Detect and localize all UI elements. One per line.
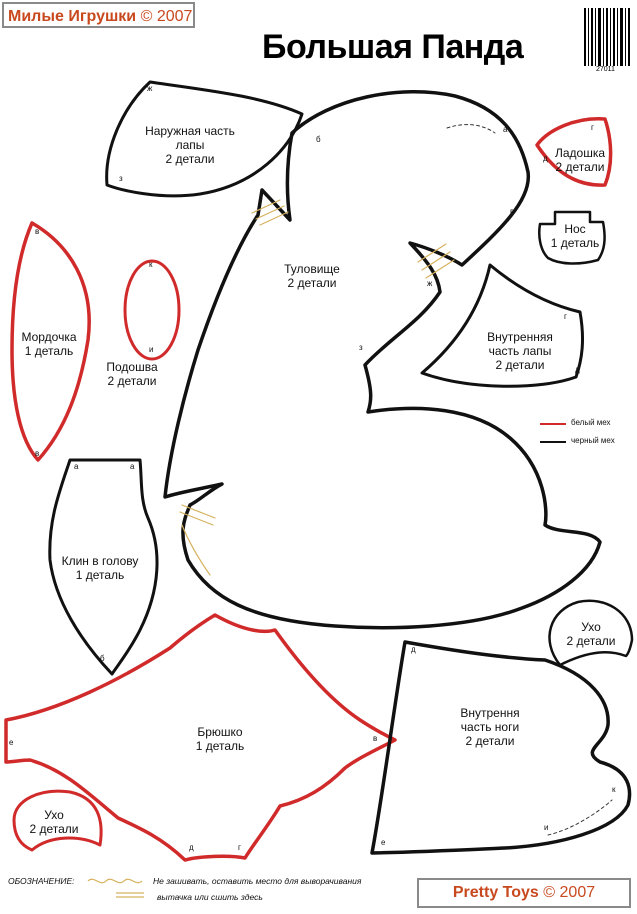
head-gusset-shape — [48, 458, 159, 676]
mark-d-inner-paw: д — [575, 365, 580, 374]
mark-v-belly: в — [373, 734, 378, 743]
outer-paw-label: Наружная часть лапы 2 детали — [145, 124, 235, 166]
inner-paw-label: Внутренняя часть лапы 2 детали — [487, 330, 553, 372]
mark-zh: ж — [147, 84, 153, 93]
mark-e-belly: е — [9, 738, 14, 747]
nose-label: Нос 1 деталь — [550, 222, 600, 250]
mark-d-leg: д — [411, 645, 416, 654]
muzzle-shape — [10, 221, 91, 462]
mark-g-palm: г — [591, 123, 594, 132]
mark-z: з — [119, 174, 123, 183]
ear-left-shape — [12, 789, 103, 852]
mark-g-belly: г — [238, 843, 241, 852]
notation-symbols — [87, 878, 144, 898]
mark-i-sole: и — [149, 345, 154, 354]
mark-v: в — [510, 207, 515, 216]
mark-k-leg: к — [612, 785, 616, 794]
ear-right-shape — [548, 599, 634, 667]
mark-d-belly: д — [189, 843, 194, 852]
legend-black-fur-swatch — [540, 441, 566, 443]
muzzle-label: Мордочка 1 деталь — [21, 330, 77, 358]
brand-year: © 2007 — [140, 8, 193, 25]
barcode-number: 27011 — [596, 66, 615, 73]
pretty-toys-year: © 2007 — [543, 884, 596, 901]
mark-e-leg: е — [381, 838, 386, 847]
torso-shape — [163, 90, 602, 630]
page-title: Большая Панда — [262, 28, 524, 66]
mark-d-palm: д — [543, 154, 548, 163]
mark-i-leg: и — [544, 823, 549, 832]
mark-zh-torso: ж — [427, 279, 433, 288]
mark-a-gusset-right: а — [130, 462, 135, 471]
head-gusset-label: Клин в голову 1 деталь — [61, 554, 139, 582]
pretty-toys-name: Pretty Toys — [452, 884, 539, 901]
inner-leg-label: Внутрення часть ноги 2 детали — [460, 706, 520, 748]
torso-label: Туловище 2 детали — [284, 262, 340, 290]
legend-white-fur-label: белый мех — [571, 418, 611, 427]
mark-a: а — [503, 125, 508, 134]
outer-paw-shape — [105, 80, 304, 198]
mark-a-gusset-left: а — [74, 462, 79, 471]
mark-v-muzzle: в — [35, 227, 40, 236]
brand-name: Милые Игрушки — [8, 8, 137, 25]
pretty-toys-logo: Pretty Toys © 2007 — [417, 878, 631, 908]
stitch-marks — [179, 199, 455, 576]
belly-label: Брюшко 1 деталь — [195, 725, 245, 753]
ear-left-label: Ухо 2 детали — [29, 808, 79, 836]
dart-line — [446, 124, 496, 134]
mark-k-sole: к — [149, 260, 153, 269]
sole-label: Подошва 2 детали — [106, 360, 158, 388]
mark-b-gusset: б — [100, 654, 105, 663]
inner-leg-shape — [370, 640, 632, 855]
mark-b: б — [316, 135, 321, 144]
legend-white-fur-swatch — [540, 423, 566, 425]
palm-label: Ладошка 2 детали — [554, 146, 606, 174]
notation-text-opening: Не зашивать, оставить место для выворачи… — [153, 876, 362, 886]
ear-right-label: Ухо 2 детали — [566, 620, 616, 648]
belly-shape — [4, 613, 397, 862]
barcode — [584, 8, 630, 66]
brand-logo: Милые Игрушки © 2007 — [2, 2, 195, 28]
dart-line-leg — [547, 799, 613, 836]
inner-paw-shape — [420, 263, 585, 388]
notation-label: ОБОЗНАЧЕНИЕ: — [8, 876, 75, 886]
legend-black-fur-label: черный мех — [571, 436, 615, 445]
nose-shape — [538, 210, 606, 265]
mark-v-muzzle-bottom: в — [35, 449, 40, 458]
sole-shape — [123, 259, 181, 361]
palm-shape — [535, 117, 613, 187]
mark-z-torso: з — [359, 343, 363, 352]
mark-g-inner-paw: г — [564, 312, 567, 321]
notation-text-dart: вытачка или сшить здесь — [157, 892, 263, 902]
